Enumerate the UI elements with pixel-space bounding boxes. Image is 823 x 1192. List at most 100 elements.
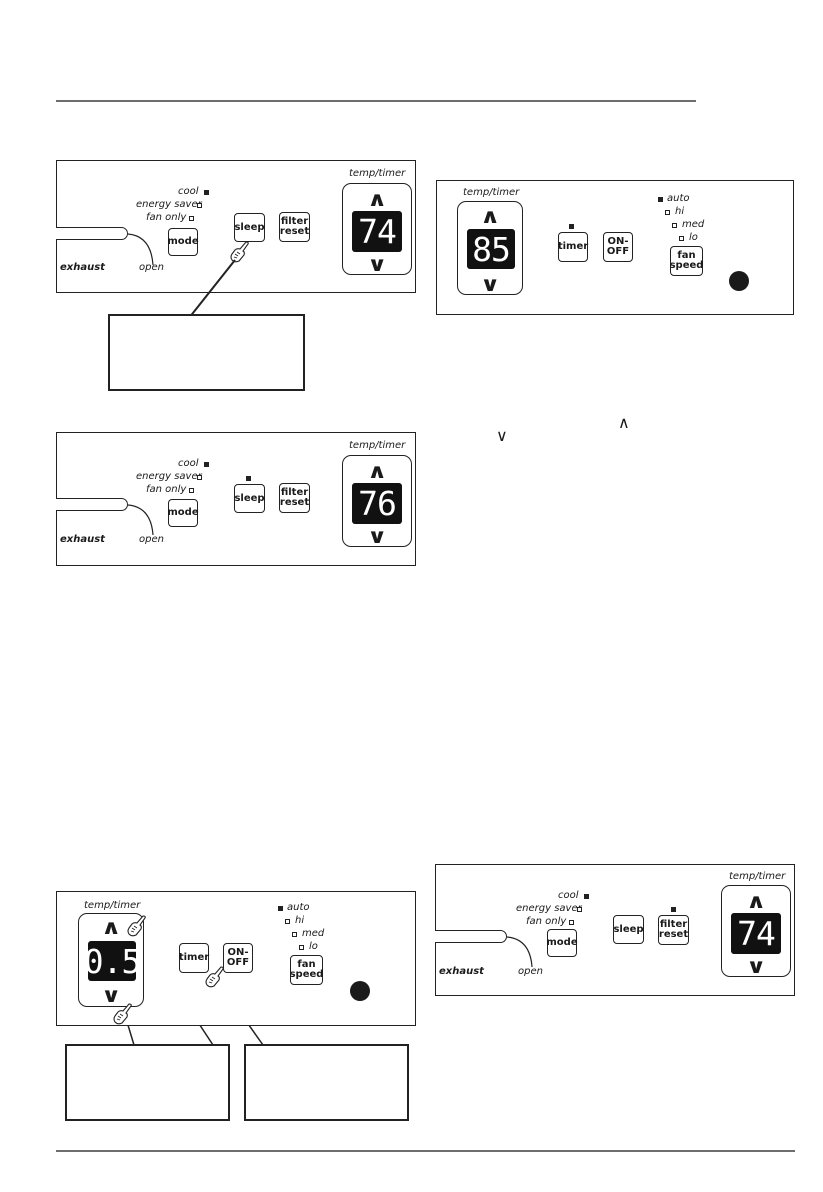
timer-button[interactable]: timer bbox=[558, 232, 588, 262]
open-label: open bbox=[139, 262, 164, 273]
up-arrow-icon[interactable]: ∧ bbox=[479, 204, 501, 228]
mode-button[interactable]: mode bbox=[167, 228, 199, 256]
cool-label: cool bbox=[178, 186, 199, 197]
down-arrow-icon[interactable]: ∨ bbox=[366, 524, 388, 548]
fan-only-label: fan only bbox=[146, 484, 187, 495]
control-panel-mode-1: exhaust open cool energy saver fan only … bbox=[56, 160, 416, 293]
fan-speed-button[interactable]: fan speed bbox=[670, 246, 703, 276]
filter-reset-button[interactable]: filter reset bbox=[279, 212, 310, 242]
temp-timer-frame: ∧ 74 ∨ bbox=[721, 885, 791, 977]
cool-label: cool bbox=[178, 458, 199, 469]
power-dot-icon bbox=[350, 981, 370, 1001]
callout-box-sleep bbox=[108, 314, 305, 391]
temp-timer-frame: ∧ 74 ∨ bbox=[342, 183, 412, 275]
fan-speed-button[interactable]: fan speed bbox=[290, 955, 323, 985]
temp-timer-label: temp/timer bbox=[349, 168, 406, 179]
exhaust-lead-line bbox=[506, 936, 533, 968]
open-label: open bbox=[139, 534, 164, 545]
down-arrow-icon[interactable]: ∨ bbox=[479, 272, 501, 296]
sleep-button[interactable]: sleep bbox=[234, 484, 265, 513]
pointing-hand-icon bbox=[230, 241, 249, 263]
exhaust-lead-line bbox=[127, 504, 154, 536]
med-label: med bbox=[302, 928, 325, 939]
timer-button[interactable]: timer bbox=[179, 943, 209, 973]
energy-saver-indicator bbox=[577, 907, 582, 912]
fan-only-indicator bbox=[189, 488, 194, 493]
filter-reset-button[interactable]: filter reset bbox=[658, 915, 689, 945]
bottom-rule bbox=[56, 1150, 795, 1152]
energy-saver-label: energy saver bbox=[136, 471, 202, 482]
exhaust-lead-line bbox=[127, 233, 154, 266]
hi-label: hi bbox=[675, 206, 685, 217]
timer-indicator bbox=[569, 224, 574, 229]
sleep-button[interactable]: sleep bbox=[613, 915, 644, 944]
open-label: open bbox=[518, 966, 543, 977]
on-off-button[interactable]: ON- OFF bbox=[603, 232, 633, 262]
cool-indicator bbox=[204, 462, 209, 467]
temp-timer-frame: ∧ 76 ∨ bbox=[342, 455, 412, 547]
lo-label: lo bbox=[309, 941, 318, 952]
top-rule bbox=[56, 100, 696, 102]
auto-indicator bbox=[658, 197, 663, 202]
sleep-indicator bbox=[246, 476, 251, 481]
down-arrow-icon[interactable]: ∨ bbox=[100, 983, 122, 1007]
hi-indicator bbox=[665, 210, 670, 215]
hi-indicator bbox=[285, 919, 290, 924]
exhaust-label: exhaust bbox=[439, 966, 484, 977]
lo-label: lo bbox=[689, 232, 698, 243]
pointing-hand-icon bbox=[127, 915, 146, 937]
control-panel-mode-3: exhaust open cool energy saver fan only … bbox=[435, 864, 795, 996]
energy-saver-indicator bbox=[197, 203, 202, 208]
callout-box-timer bbox=[244, 1044, 409, 1121]
filter-reset-button[interactable]: filter reset bbox=[279, 483, 310, 513]
hi-label: hi bbox=[295, 915, 305, 926]
control-panel-mode-2: exhaust open cool energy saver fan only … bbox=[56, 432, 416, 566]
down-arrow-icon: ∨ bbox=[496, 426, 508, 445]
cool-indicator bbox=[204, 190, 209, 195]
energy-saver-label: energy saver bbox=[516, 903, 582, 914]
exhaust-slider[interactable] bbox=[56, 227, 128, 240]
med-indicator bbox=[292, 932, 297, 937]
lo-indicator bbox=[679, 236, 684, 241]
auto-label: auto bbox=[667, 193, 690, 204]
sleep-button[interactable]: sleep bbox=[234, 213, 265, 242]
fan-only-indicator bbox=[569, 920, 574, 925]
temp-timer-label: temp/timer bbox=[463, 187, 520, 198]
temp-timer-label: temp/timer bbox=[349, 440, 406, 451]
auto-indicator bbox=[278, 906, 283, 911]
lo-indicator bbox=[299, 945, 304, 950]
fan-only-indicator bbox=[189, 216, 194, 221]
up-arrow-icon: ∧ bbox=[618, 413, 630, 432]
exhaust-label: exhaust bbox=[60, 534, 105, 545]
fan-only-label: fan only bbox=[146, 212, 187, 223]
up-arrow-icon[interactable]: ∧ bbox=[366, 187, 388, 211]
temp-timer-label: temp/timer bbox=[84, 900, 141, 911]
cool-indicator bbox=[584, 894, 589, 899]
timer-display: 85 bbox=[467, 229, 515, 269]
callout-box-temp-timer bbox=[65, 1044, 230, 1121]
control-panel-fan-2: temp/timer ∧ 0.5 ∨ timer ON- OFF auto hi… bbox=[56, 891, 416, 1026]
pointing-hand-icon bbox=[113, 1003, 132, 1025]
down-arrow-icon[interactable]: ∨ bbox=[366, 252, 388, 276]
up-arrow-icon[interactable]: ∧ bbox=[100, 915, 122, 939]
exhaust-slider[interactable] bbox=[56, 498, 128, 511]
filter-indicator bbox=[671, 907, 676, 912]
up-arrow-icon[interactable]: ∧ bbox=[745, 889, 767, 913]
energy-saver-label: energy saver bbox=[136, 199, 202, 210]
med-label: med bbox=[682, 219, 705, 230]
exhaust-slider[interactable] bbox=[435, 930, 507, 943]
timer-display: 0.5 bbox=[83, 941, 141, 981]
auto-label: auto bbox=[287, 902, 310, 913]
temp-timer-frame: ∧ 85 ∨ bbox=[457, 201, 523, 295]
temperature-display: 74 bbox=[352, 211, 402, 252]
med-indicator bbox=[672, 223, 677, 228]
energy-saver-indicator bbox=[197, 475, 202, 480]
power-dot-icon bbox=[729, 271, 749, 291]
up-arrow-icon[interactable]: ∧ bbox=[366, 459, 388, 483]
on-off-button[interactable]: ON- OFF bbox=[223, 943, 253, 973]
mode-button[interactable]: mode bbox=[546, 929, 578, 957]
temperature-display: 76 bbox=[352, 483, 402, 524]
mode-button[interactable]: mode bbox=[167, 499, 199, 527]
cool-label: cool bbox=[558, 890, 579, 901]
down-arrow-icon[interactable]: ∨ bbox=[745, 954, 767, 978]
